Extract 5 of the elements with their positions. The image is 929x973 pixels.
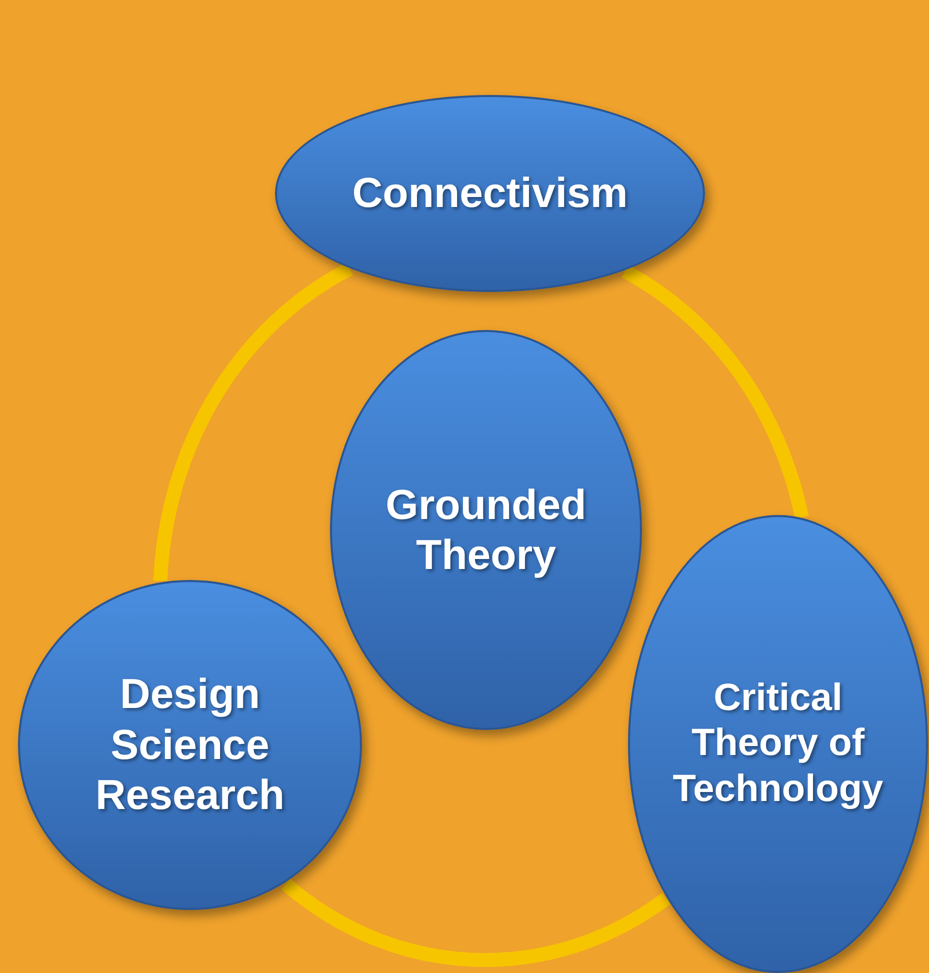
node-label: Critical Theory of Technology	[672, 676, 884, 812]
node-label: Grounded Theory	[384, 480, 588, 580]
ring-connector	[280, 878, 672, 967]
node-label: Connectivism	[351, 168, 629, 218]
node-label: Design Science Research	[94, 669, 286, 820]
